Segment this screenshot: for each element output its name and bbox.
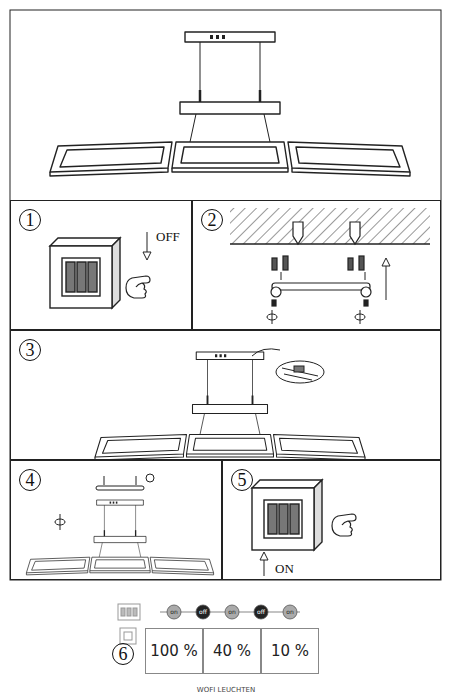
level-box: 100 % (145, 628, 203, 674)
state-dot-label: off (257, 609, 265, 615)
state-dot-label: on (170, 609, 177, 615)
step-panel: 2 (192, 200, 441, 330)
state-dot-label: on (228, 609, 235, 615)
state-dot-label: off (199, 609, 207, 615)
brand-mark: WOFI LEUCHTEN (197, 687, 255, 694)
level-box: 10 % (261, 628, 319, 674)
step-number: 5 (231, 469, 253, 491)
step-number: 6 (112, 643, 134, 665)
switch-label: ON (275, 561, 294, 577)
step-panel: 1OFF (10, 200, 192, 330)
step-panel: 4 (10, 460, 222, 580)
step-panel: 5ON (222, 460, 441, 580)
step-panel: 3 (10, 330, 441, 460)
switch-label: OFF (156, 229, 180, 245)
state-dot-label: on (286, 609, 293, 615)
level-box: 40 % (203, 628, 261, 674)
step-number: 1 (19, 209, 41, 231)
level-value: 100 % (150, 642, 198, 660)
step-number: 2 (201, 209, 223, 231)
level-value: 40 % (213, 642, 251, 660)
step-number: 4 (19, 469, 41, 491)
step-number: 3 (19, 339, 41, 361)
level-value: 10 % (271, 642, 309, 660)
